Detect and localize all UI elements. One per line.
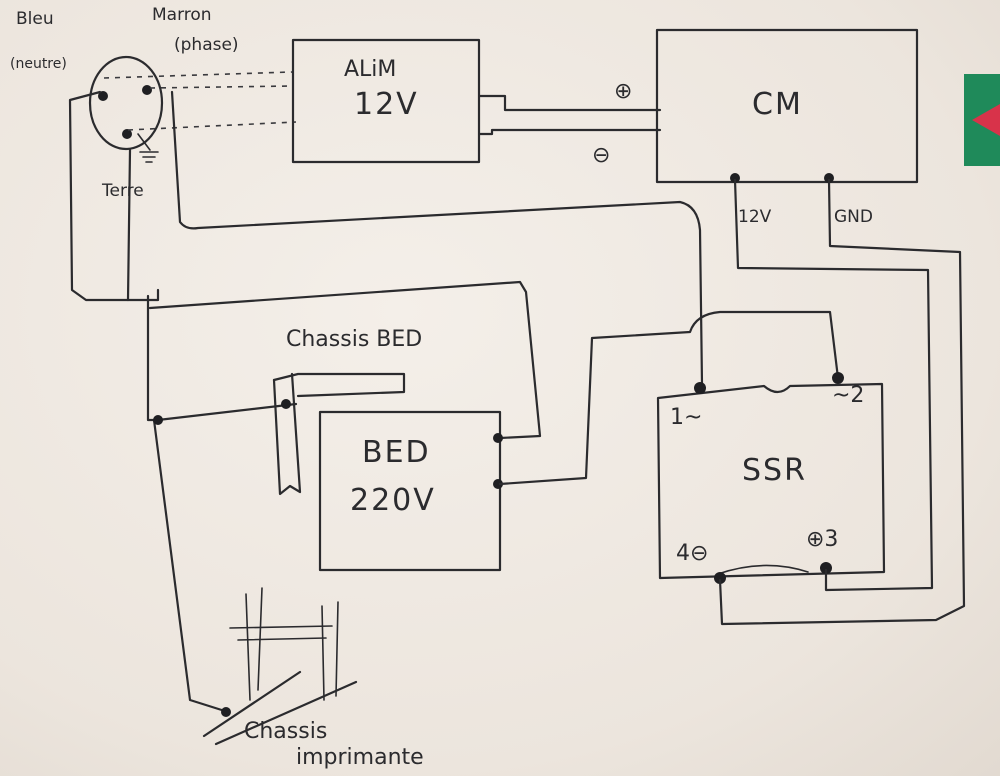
bed-title: BED <box>362 435 431 470</box>
label-marron: Marron <box>152 5 212 25</box>
chassis-imprimante-label-2: imprimante <box>296 745 424 770</box>
chassis-imprimante-frame <box>202 587 358 746</box>
alim-box <box>291 38 481 164</box>
ssr-pin2-label: ~2 <box>832 383 864 408</box>
minus-terminal: ⊖ <box>592 143 610 168</box>
alim-title: ALiM <box>344 57 396 82</box>
ssr-pin3-label: ⊕3 <box>806 527 838 552</box>
ssr-title: SSR <box>742 453 807 488</box>
cmgnd-to-ssr4-wire <box>718 178 966 626</box>
label-marron-sub: (phase) <box>174 35 239 55</box>
plus-terminal: ⊕ <box>614 79 632 104</box>
corner-marker-icon <box>964 74 1000 166</box>
chassis-imprimante-label-1: Chassis <box>244 719 327 744</box>
bed-box <box>318 410 502 572</box>
cm-12v-label: 12V <box>738 207 772 227</box>
cm-box <box>655 28 919 184</box>
chassis-bed-feed <box>146 294 164 422</box>
cm-gnd-label: GND <box>834 207 873 227</box>
cm12v-to-ssr3-wire <box>733 178 934 592</box>
earth-wire <box>126 148 230 714</box>
chassis-bed-label: Chassis BED <box>286 327 422 352</box>
plug-to-alim-dashed <box>103 71 297 131</box>
ssr-bottom-notch <box>717 564 809 575</box>
alim-voltage: 12V <box>354 87 419 122</box>
ground-symbol-icon <box>137 133 159 163</box>
bed-voltage: 220V <box>350 483 436 518</box>
chassis-bed-bracket <box>153 372 406 496</box>
label-terre: Terre <box>101 181 144 201</box>
neutral-wire-left <box>68 90 160 302</box>
alim-cm-wires <box>478 94 662 136</box>
label-bleu-sub: (neutre) <box>10 56 67 72</box>
phase-wire <box>170 90 704 386</box>
bed-to-ssr2-wire <box>498 310 840 486</box>
neutral-to-bed-wire <box>148 280 542 440</box>
cm-title: CM <box>752 87 803 122</box>
ssr-box <box>656 382 886 580</box>
mains-plug-icon <box>88 55 164 151</box>
label-bleu: Bleu <box>16 9 54 29</box>
ssr-pin1-label: 1~ <box>670 405 702 430</box>
ssr-pin4-label: 4⊖ <box>676 541 708 566</box>
